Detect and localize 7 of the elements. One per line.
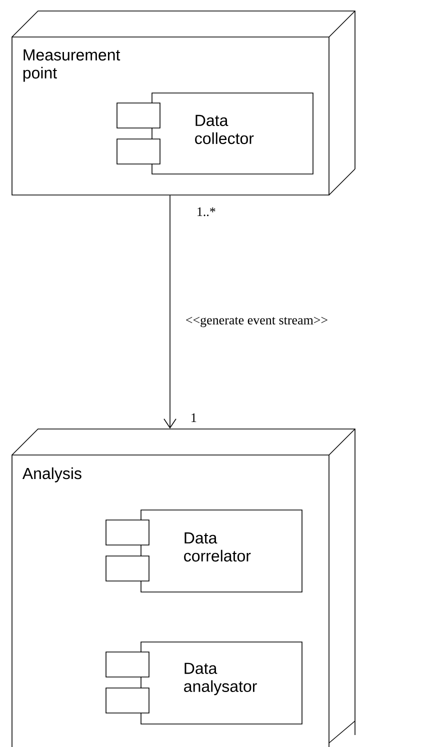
multiplicity-label: 1 bbox=[192, 413, 196, 422]
multiplicity-label: 1..* bbox=[198, 207, 216, 216]
arrow bbox=[164, 195, 176, 429]
edge-label: <<generate event stream>> bbox=[184, 316, 330, 328]
component-box: Data collector bbox=[116, 92, 314, 174]
component-box: Data correlator bbox=[106, 510, 302, 592]
component-box: Data analysator bbox=[106, 642, 302, 724]
